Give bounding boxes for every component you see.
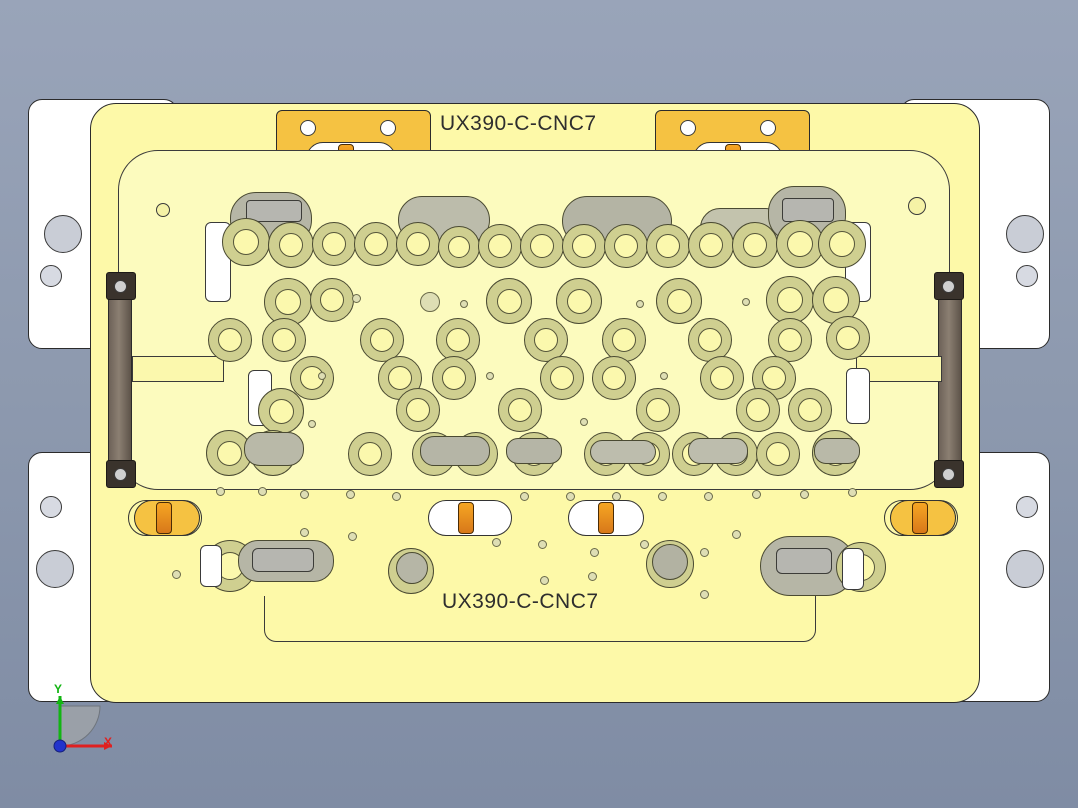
- rail-standoff-left: [132, 356, 224, 382]
- side-rail-left: [108, 285, 132, 480]
- vacuum-cup-boss: [826, 316, 870, 360]
- pocket-bottom-right: [842, 548, 864, 590]
- rail-screw: [114, 280, 127, 293]
- vacuum-cup-boss: [688, 318, 732, 362]
- clamp-screw-bottom-4[interactable]: [912, 502, 928, 534]
- vacuum-cup-boss: [732, 222, 778, 268]
- mount-hole: [36, 550, 74, 588]
- vacuum-cup-boss: [688, 222, 734, 268]
- mount-hole: [1006, 550, 1044, 588]
- clamp-pad-hole: [760, 120, 776, 136]
- machined-detail: [246, 200, 302, 222]
- vacuum-cup-boss: [478, 224, 522, 268]
- vacuum-cup-boss: [520, 224, 564, 268]
- machined-detail: [782, 198, 834, 222]
- vacuum-cup-boss: [776, 220, 824, 268]
- machined-blob: [590, 440, 656, 464]
- clamp-screw-bottom-1[interactable]: [156, 502, 172, 534]
- vacuum-cup-boss: [354, 222, 398, 266]
- rail-screw: [942, 468, 955, 481]
- vacuum-cup-boss: [556, 278, 602, 324]
- clamp-slot-bottom-1[interactable]: [128, 500, 202, 536]
- vacuum-cup-boss: [258, 388, 304, 434]
- vacuum-cup-boss: [436, 318, 480, 362]
- vacuum-cup-boss: [432, 356, 476, 400]
- machined-detail: [252, 548, 314, 572]
- mount-hole: [40, 496, 62, 518]
- vacuum-cup-boss: [540, 356, 584, 400]
- vacuum-cup-boss: [310, 278, 354, 322]
- machined-blob: [506, 438, 562, 464]
- clamp-screw-bottom-2[interactable]: [458, 502, 474, 534]
- base-plate-notch: [264, 596, 816, 642]
- vacuum-cup-boss: [486, 278, 532, 324]
- mount-hole: [1016, 265, 1038, 287]
- locator-hole: [156, 203, 170, 217]
- rail-screw: [114, 468, 127, 481]
- vacuum-cup-boss: [348, 432, 392, 476]
- clamp-pad-hole: [300, 120, 316, 136]
- clamp-pad-hole: [380, 120, 396, 136]
- vacuum-cup-boss: [812, 276, 860, 324]
- mount-hole: [1006, 215, 1044, 253]
- vacuum-cup-boss: [768, 318, 812, 362]
- machined-blob: [814, 438, 860, 464]
- machined-blob: [244, 432, 304, 466]
- rail-screw: [942, 280, 955, 293]
- vacuum-cup-boss: [208, 318, 252, 362]
- machined-blob: [652, 544, 688, 580]
- vacuum-cup-boss: [264, 278, 312, 326]
- part-label-top: UX390-C-CNC7: [440, 112, 597, 135]
- vacuum-cup-boss: [818, 220, 866, 268]
- vacuum-cup-boss: [312, 222, 356, 266]
- vacuum-cup-boss: [360, 318, 404, 362]
- vacuum-cup-boss: [636, 388, 680, 432]
- vacuum-cup-boss: [646, 224, 690, 268]
- machined-blob: [688, 438, 748, 464]
- vacuum-cup-boss: [222, 218, 270, 266]
- machined-blob: [396, 552, 428, 584]
- vacuum-cup-boss: [498, 388, 542, 432]
- clamp-pad-hole: [680, 120, 696, 136]
- vacuum-cup-boss: [378, 356, 422, 400]
- vacuum-cup-boss: [592, 356, 636, 400]
- mount-hole: [1016, 496, 1038, 518]
- pocket-right-lower: [846, 368, 870, 424]
- vacuum-cup-boss: [562, 224, 606, 268]
- vacuum-cup-boss: [262, 318, 306, 362]
- side-rail-right: [938, 285, 962, 480]
- vacuum-cup-boss: [656, 278, 702, 324]
- vacuum-cup-boss: [766, 276, 814, 324]
- vacuum-cup-boss: [438, 226, 480, 268]
- vacuum-cup-boss: [396, 222, 440, 266]
- axis-triad-icon: [53, 696, 112, 753]
- axis-label-y: Y: [54, 682, 63, 696]
- pocket-bottom-left: [200, 545, 222, 587]
- vacuum-cup-boss: [604, 224, 648, 268]
- vacuum-cup-boss: [700, 356, 744, 400]
- vacuum-cup-boss: [602, 318, 646, 362]
- clamp-screw-bottom-3[interactable]: [598, 502, 614, 534]
- vacuum-cup-boss: [736, 388, 780, 432]
- vacuum-cup-boss: [752, 356, 796, 400]
- vacuum-cup-boss: [268, 222, 314, 268]
- locator-hole: [908, 197, 926, 215]
- clamp-slot-bottom-4[interactable]: [884, 500, 958, 536]
- vacuum-cup-boss: [788, 388, 832, 432]
- vacuum-cup-boss: [756, 432, 800, 476]
- machined-detail: [776, 548, 832, 574]
- vacuum-cup-boss: [396, 388, 440, 432]
- axis-label-x: X: [104, 735, 113, 749]
- axis-triad: X Y: [34, 680, 124, 770]
- mount-hole: [44, 215, 82, 253]
- mount-hole: [40, 265, 62, 287]
- part-label-bottom: UX390-C-CNC7: [442, 590, 599, 613]
- machined-blob: [420, 436, 490, 466]
